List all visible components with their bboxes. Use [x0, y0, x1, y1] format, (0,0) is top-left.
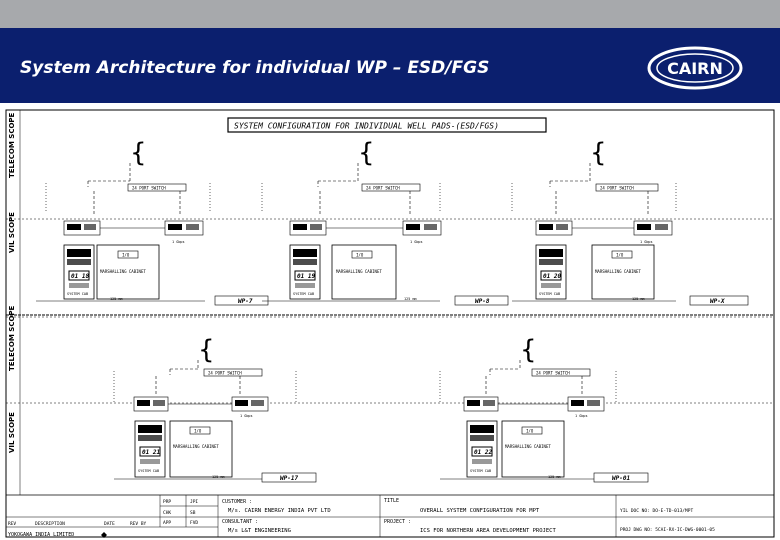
svg-text:{: { — [520, 335, 537, 365]
app-value: FVD — [190, 520, 198, 526]
marshalling-label: MARSHALLING CABINET — [100, 269, 146, 274]
cairn-logo: CAIRN — [646, 46, 744, 90]
speed-label: 1 Gbps — [410, 240, 423, 244]
col-description: DESCRIPTION — [35, 521, 65, 527]
sys-cab-label: SYSTEM CAB — [470, 469, 491, 473]
well-pad-d: { 24 PORT SWITCH 1 Gbps 01 21 SYSTEM CAB… — [113, 335, 317, 483]
well-pad-e: { 24 PORT SWITCH 1 Gbps 01 22 SYSTEM CAB… — [439, 335, 649, 483]
well-pad-a: { 24 PORT SWITCH 1 Gbps 01 18 SYSTEM CAB… — [36, 138, 269, 306]
pad-label: WP-17 — [280, 475, 298, 482]
pad-label: WP-7 — [238, 298, 253, 305]
scope-label-vil-upper: VIL SCOPE — [8, 212, 16, 253]
drawing-frame — [5, 109, 775, 538]
app-label: APP — [163, 520, 171, 526]
cable-label: 125 mm — [548, 475, 561, 479]
marshalling-label: MARSHALLING CABINET — [595, 269, 641, 274]
customer-label: CUSTOMER : — [222, 499, 252, 505]
cabinet-id: 01 22 — [474, 449, 492, 456]
cabinet-id: 01 18 — [71, 273, 89, 280]
proj-dwg-number: PROJ DWG NO: 5CAI-RX-IC-DWG-0001-05 — [620, 527, 715, 533]
customer-value: M/s. CAIRN ENERGY INDIA PVT LTD — [228, 508, 331, 514]
speed-label: 1 Gbps — [240, 414, 253, 418]
marshalling-label: MARSHALLING CABINET — [505, 444, 551, 449]
title-label: TITLE — [384, 498, 399, 504]
title-block: REV DESCRIPTION DATE REV BY PRP JPI CHK … — [6, 494, 774, 538]
col-rev-by: REV BY — [130, 521, 147, 527]
cabinet-id: 01 20 — [543, 273, 561, 280]
cable-label: 125 mm — [632, 297, 645, 301]
sheet-title-box — [227, 117, 547, 133]
switch-label: 24 PORT SWITCH — [600, 186, 634, 191]
cable-label: 125 mm — [110, 297, 123, 301]
switch-label: 24 PORT SWITCH — [366, 186, 400, 191]
cable-label: 125 mm — [212, 475, 225, 479]
well-pad-c: { 24 PORT SWITCH 1 Gbps 01 20 SYSTEM CAB… — [511, 138, 749, 306]
io-label: I/O — [616, 253, 624, 258]
switch-label: 24 PORT SWITCH — [208, 371, 242, 376]
switch-label: 24 PORT SWITCH — [536, 371, 570, 376]
title-value: OVERALL SYSTEM CONFIGURATION FOR MPT — [420, 508, 540, 514]
speed-label: 1 Gbps — [640, 240, 653, 244]
marshalling-label: MARSHALLING CABINET — [336, 269, 382, 274]
chk-label: CHK — [163, 510, 171, 516]
marshalling-label: MARSHALLING CABINET — [173, 444, 219, 449]
col-rev: REV — [8, 521, 16, 527]
svg-text:{: { — [590, 138, 607, 168]
pad-label: WP-8 — [475, 298, 490, 305]
slide-title: System Architecture for individual WP – … — [20, 58, 490, 78]
svg-text:{: { — [130, 138, 147, 168]
scope-label-telecom-lower: TELECOM SCOPE — [8, 305, 16, 371]
architecture-drawing: SYSTEM CONFIGURATION FOR INDIVIDUAL WELL… — [5, 109, 775, 538]
pad-label: WP-01 — [612, 475, 630, 482]
col-date: DATE — [104, 521, 115, 527]
yil-doc-number: YIL DOC NO: DO-E-TD-013/MPT — [620, 508, 693, 514]
company-name: YOKOGAWA INDIA LIMITED — [8, 532, 74, 538]
sys-cab-label: SYSTEM CAB — [539, 292, 560, 296]
diamond-icon — [101, 532, 107, 538]
speed-label: 1 Gbps — [172, 240, 185, 244]
chk-value: SB — [190, 510, 196, 516]
io-label: I/O — [356, 253, 364, 258]
project-value: ICS FOR NORTHERN AREA DEVELOPMENT PROJEC… — [420, 528, 556, 534]
cabinet-id: 01 21 — [142, 449, 160, 456]
sys-cab-label: SYSTEM CAB — [67, 292, 88, 296]
io-label: I/O — [526, 429, 534, 434]
switch-box — [127, 183, 187, 192]
project-label: PROJECT : — [384, 519, 411, 525]
sys-cab-label: SYSTEM CAB — [138, 469, 159, 473]
sys-cab-label: SYSTEM CAB — [293, 292, 314, 296]
io-label: I/O — [122, 253, 130, 258]
logo-ring-icon — [647, 46, 743, 90]
prp-label: PRP — [163, 499, 171, 505]
consultant-value: M/s L&T ENGINEERING — [228, 528, 291, 534]
well-pad-b: { 24 PORT SWITCH 1 Gbps 01 19 SYSTEM CAB… — [261, 138, 509, 306]
cabinet-id: 01 19 — [297, 273, 315, 280]
sheet-title: SYSTEM CONFIGURATION FOR INDIVIDUAL WELL… — [234, 122, 499, 131]
io-label: I/O — [194, 429, 202, 434]
top-strip — [0, 0, 780, 28]
svg-text:{: { — [198, 335, 215, 365]
scope-label-vil-lower: VIL SCOPE — [8, 412, 16, 453]
consultant-label: CONSULTANT : — [222, 519, 258, 525]
scope-label-telecom-upper: TELECOM SCOPE — [8, 112, 16, 178]
cable-label: 125 mm — [404, 297, 417, 301]
logo-text: CAIRN — [667, 59, 723, 78]
switch-label: 24 PORT SWITCH — [132, 186, 166, 191]
speed-label: 1 Gbps — [575, 414, 588, 418]
svg-text:{: { — [358, 138, 375, 168]
prp-value: JPI — [190, 499, 198, 505]
pad-label: WP-X — [710, 298, 725, 305]
